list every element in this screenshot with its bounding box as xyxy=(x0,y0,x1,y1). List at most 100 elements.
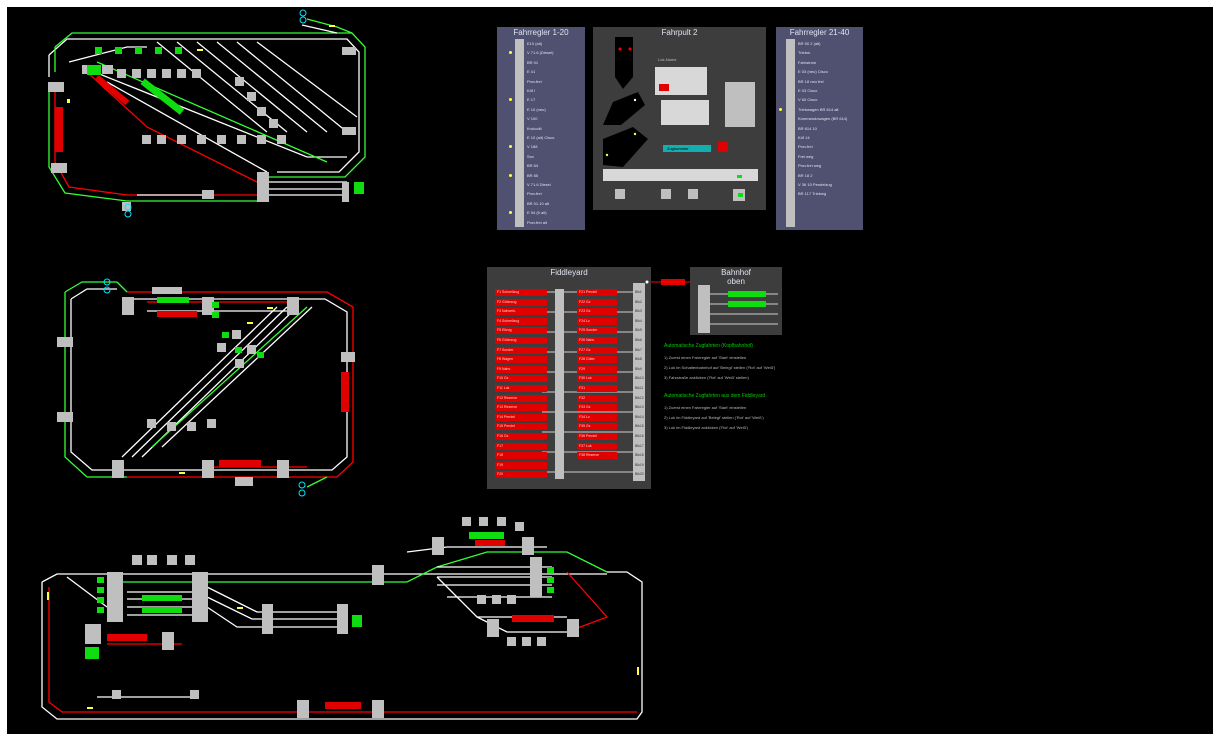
fiddleyard-track-block[interactable]: F6 Güterzug xyxy=(495,337,547,344)
fiddleyard-track-block[interactable]: F22 Gz xyxy=(577,298,617,306)
loco-entry[interactable]: E 03 Cisco xyxy=(798,88,818,93)
fiddleyard-track-block[interactable]: F33 Gz xyxy=(577,404,617,412)
fiddleyard-block-button[interactable]: Blk2 xyxy=(633,298,645,306)
fiddleyard-track-block[interactable]: F4 Schnellzug xyxy=(495,317,547,325)
loco-entry[interactable]: Prov.frei alt xyxy=(527,219,547,225)
fiddleyard-track-block[interactable]: F10 Gz xyxy=(495,375,547,383)
fiddleyard-track-block[interactable]: F27 Gz xyxy=(577,346,617,354)
fiddleyard-track-block[interactable]: F30 Lok xyxy=(577,375,617,383)
fiddleyard-track-block[interactable]: F8 Wagen xyxy=(495,356,547,364)
loco-entry[interactable]: BR 64 xyxy=(527,163,539,169)
fiddleyard-block-button[interactable]: Blk16 xyxy=(633,433,645,440)
fiddleyard-track-block[interactable]: F32 xyxy=(577,394,617,402)
loco-entry[interactable]: BR 01 xyxy=(527,59,539,65)
loco-entry[interactable]: Krokodil xyxy=(527,125,542,131)
loco-entry[interactable]: Triebwagen BR 614 alt xyxy=(798,106,839,112)
fiddleyard-track-block[interactable]: F37 Lok xyxy=(577,442,617,450)
fiddleyard-track-block[interactable]: F36 Pendel xyxy=(577,433,617,440)
throttle-column[interactable] xyxy=(515,39,524,227)
instruction-line: 2) Lok im Schattenbahnhof auf 'Belegt' s… xyxy=(664,365,776,370)
fiddleyard-block-button[interactable]: Blk17 xyxy=(633,442,645,450)
fiddleyard-track-block[interactable]: F5 Eilzug xyxy=(495,327,547,335)
loco-entry[interactable]: Fahrstrom xyxy=(798,59,817,65)
loco-entry[interactable]: Köf I xyxy=(527,88,536,93)
fiddleyard-track-block[interactable]: F19 xyxy=(495,461,547,469)
fiddleyard-block-button[interactable]: Blk9 xyxy=(633,365,645,373)
fiddleyard-track-block[interactable]: F13 Reserve xyxy=(495,404,547,412)
loco-entry[interactable]: E 94 (6 alt) xyxy=(527,210,547,216)
loco-entry[interactable]: Prov.frei xyxy=(527,78,542,84)
fiddleyard-track-block[interactable]: F31 xyxy=(577,385,617,392)
loco-entry[interactable]: Prov.frei xyxy=(798,144,813,150)
loco-entry[interactable]: V 60 Cisco xyxy=(798,97,818,103)
fiddleyard-track-block[interactable]: F23 Gz xyxy=(577,308,617,316)
loco-entry[interactable]: E 17 xyxy=(527,97,536,103)
fiddleyard-block-button[interactable]: Blk19 xyxy=(633,461,645,469)
fiddleyard-track-block[interactable]: F9 Nahv. xyxy=(495,365,547,373)
fiddleyard-track-block[interactable]: F7 Sonder xyxy=(495,346,547,354)
fiddleyard-track-block[interactable]: F25 Sonder xyxy=(577,327,617,335)
loco-entry[interactable]: Prov.frei weg xyxy=(798,163,822,169)
fiddleyard-block-button[interactable]: Blk11 xyxy=(633,385,645,392)
loco-entry[interactable]: V 71.6 Diesel xyxy=(527,182,551,187)
exit-connector-block[interactable] xyxy=(661,279,685,285)
fiddleyard-block-button[interactable]: Blk8 xyxy=(633,356,645,364)
fiddleyard-block-button[interactable]: Blk15 xyxy=(633,423,645,431)
bahnhof-graphics xyxy=(698,285,778,333)
fiddleyard-track-block[interactable]: F29 xyxy=(577,365,617,373)
fiddleyard-track-block[interactable]: F24 Lz xyxy=(577,317,617,325)
fiddleyard-track-block[interactable]: F3 Nahverk. xyxy=(495,308,547,316)
fiddleyard-track-block[interactable]: F11 Lok xyxy=(495,385,547,392)
loco-entry[interactable]: E 03 (neu) Cisco xyxy=(798,69,828,75)
fiddleyard-block-button[interactable]: Blk6 xyxy=(633,337,645,344)
fiddleyard-block-button[interactable]: Blk4 xyxy=(633,317,645,325)
loco-entry[interactable]: BR 18 neu frei xyxy=(798,78,824,84)
loco-entry[interactable]: V 188 xyxy=(527,144,538,150)
loco-entry[interactable]: Triebw. xyxy=(798,50,811,56)
fiddleyard-block-button[interactable]: Blk5 xyxy=(633,327,645,335)
fiddleyard-track-block[interactable]: F20 xyxy=(495,471,547,479)
loco-entry[interactable]: Sox xyxy=(527,153,534,159)
loco-entry[interactable]: BR 01.10 alt xyxy=(527,200,550,206)
fiddleyard-track-block[interactable]: F21 Pendel xyxy=(577,289,617,296)
fiddleyard-track-block[interactable]: F15 Pendel xyxy=(495,423,547,431)
loco-entry[interactable]: BR 85 xyxy=(527,172,539,178)
loco-entry[interactable]: V 71.6 (Diesel) xyxy=(527,50,554,56)
fiddleyard-block-button[interactable]: Blk1 xyxy=(633,289,645,296)
fiddleyard-track-block[interactable]: F16 Gz xyxy=(495,433,547,440)
throttle-column[interactable] xyxy=(786,39,795,227)
fiddleyard-block-button[interactable]: Blk10 xyxy=(633,375,645,383)
loco-entry[interactable]: E 10 (alt) Cisco xyxy=(527,135,555,140)
fiddleyard-block-button[interactable]: Blk12 xyxy=(633,394,645,402)
fiddleyard-track-block[interactable]: F35 Gz xyxy=(577,423,617,431)
fiddleyard-block-button[interactable]: Blk18 xyxy=(633,452,645,460)
fiddleyard-track-block[interactable]: F26 Nahv. xyxy=(577,337,617,344)
fiddleyard-track-block[interactable]: F1 Schnellzug xyxy=(495,289,547,296)
fiddleyard-block-button[interactable]: Blk3 xyxy=(633,308,645,316)
loco-entry[interactable]: V 36 10 Pendelzug xyxy=(798,182,832,187)
fiddleyard-track-block[interactable]: F14 Pendel xyxy=(495,413,547,421)
fiddleyard-block-button[interactable]: Blk20 xyxy=(633,471,645,479)
fiddleyard-track-block[interactable]: F2 Güterzug xyxy=(495,298,547,306)
fiddleyard-track-block[interactable]: F12 Reserve xyxy=(495,394,547,402)
loco-entry[interactable]: Frei weg xyxy=(798,153,814,159)
fiddleyard-block-button[interactable]: Blk14 xyxy=(633,413,645,421)
loco-entry[interactable]: BR 18 2 xyxy=(798,172,813,178)
loco-entry[interactable]: Köf 14 xyxy=(798,135,810,140)
fiddleyard-track-block[interactable]: F28 Güter xyxy=(577,356,617,364)
loco-entry[interactable]: E10 (alt) xyxy=(527,41,543,46)
loco-entry[interactable]: BR 50 2 (alt) xyxy=(798,41,821,46)
loco-entry[interactable]: E 10 (neu) xyxy=(527,106,546,112)
fiddleyard-track-block[interactable]: F17 xyxy=(495,442,547,450)
fiddleyard-track-block[interactable]: F18 xyxy=(495,452,547,460)
fiddleyard-track-block[interactable]: F34 Lz xyxy=(577,413,617,421)
loco-entry[interactable]: Prov.frei xyxy=(527,191,542,197)
fiddleyard-block-button[interactable]: Blk13 xyxy=(633,404,645,412)
loco-entry[interactable]: Kommandowagen (BR 614) xyxy=(798,116,848,122)
loco-entry[interactable]: BR 117 Triebwg xyxy=(798,191,827,197)
loco-entry[interactable]: BR 614 10 xyxy=(798,125,817,131)
fiddleyard-track-block[interactable]: F38 Reserve xyxy=(577,452,617,460)
loco-entry[interactable]: V 100 xyxy=(527,116,538,122)
fiddleyard-block-button[interactable]: Blk7 xyxy=(633,346,645,354)
loco-entry[interactable]: E 41 xyxy=(527,69,536,75)
